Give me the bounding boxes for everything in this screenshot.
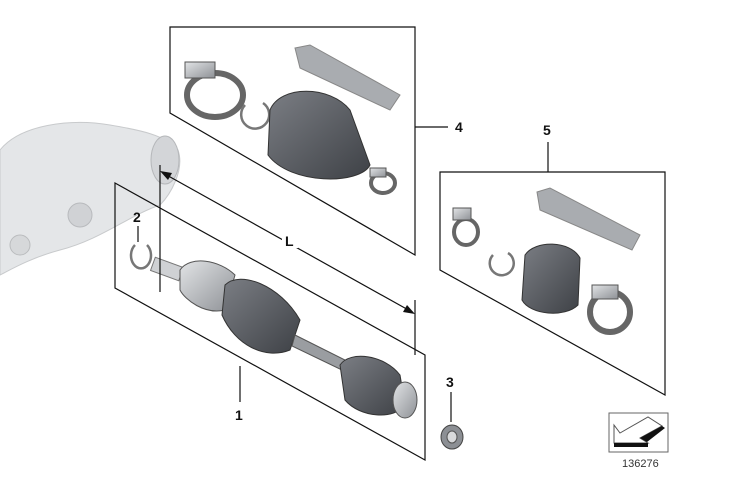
dimension-label: L	[285, 233, 294, 249]
callout-4: 4	[455, 119, 463, 135]
callout-1: 1	[235, 407, 243, 423]
collar-nut-3	[440, 424, 464, 450]
assembly-frame-1	[114, 181, 426, 462]
callout-3: 3	[446, 374, 454, 390]
drive-shaft	[149, 256, 418, 419]
kit-frame-5	[439, 171, 666, 397]
circlip-2	[129, 244, 153, 270]
orientation-arrow-icon	[608, 412, 669, 453]
kit-frame-4	[169, 26, 416, 257]
kit-5-parts	[452, 187, 641, 335]
callout-2: 2	[133, 209, 141, 225]
dimension-L: L	[159, 165, 416, 355]
callout-5: 5	[543, 122, 551, 138]
image-number: 136276	[622, 458, 659, 470]
transmission-housing	[0, 121, 181, 276]
kit-4-parts	[184, 44, 401, 195]
